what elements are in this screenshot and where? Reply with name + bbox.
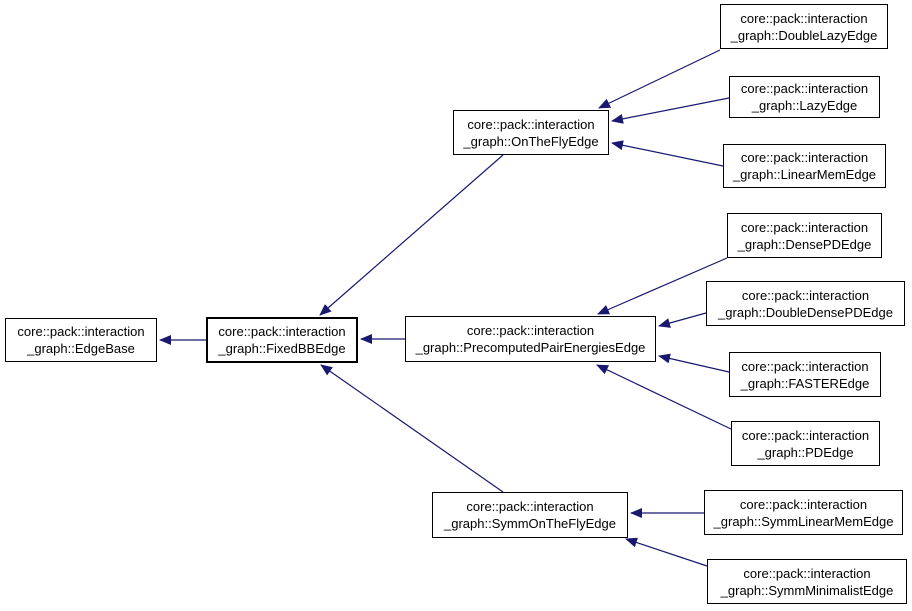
class-node-label-line: _graph::SymmLinearMemEdge — [713, 513, 894, 529]
class-node-pdedge[interactable]: core::pack::interaction_graph::PDEdge — [731, 421, 880, 466]
inheritance-arrow-fasteredge-to-precomputedpairenergiesedge — [658, 353, 730, 373]
class-node-doubledensepdedge[interactable]: core::pack::interaction_graph::DoubleDen… — [706, 281, 905, 326]
class-node-label-line: _graph::DensePDEdge — [737, 236, 872, 252]
class-node-label-line: core::pack::interaction — [740, 10, 868, 26]
class-node-label-line: _graph::FASTEREdge — [740, 375, 870, 391]
class-node-linearmemedge[interactable]: core::pack::interaction_graph::LinearMem… — [723, 144, 886, 188]
class-node-label-line: _graph::PDEdge — [757, 444, 854, 460]
class-node-label-line: _graph::PrecomputedPairEnergiesEdge — [415, 340, 646, 355]
class-node-label-line: _graph::SymmMinimalistEdge — [720, 582, 894, 598]
class-node-label-line: core::pack::interaction — [740, 81, 869, 96]
class-node-densepdedge[interactable]: core::pack::interaction_graph::DensePDEd… — [727, 213, 882, 258]
class-node-symmontheflyedge[interactable]: core::pack::interaction_graph::SymmOnThe… — [432, 492, 628, 538]
class-node-symmlinearmemedge[interactable]: core::pack::interaction_graph::SymmLinea… — [704, 490, 903, 535]
class-node-label-line: _graph::FixedBBEdge — [218, 341, 346, 356]
inheritance-arrow-symmontheflyedge-to-fixedbbedge — [320, 364, 504, 493]
class-node-edgebase[interactable]: core::pack::interaction_graph::EdgeBase — [5, 318, 157, 362]
class-node-label-line: core::pack::interaction — [467, 116, 595, 132]
class-node-ontheflyedge[interactable]: core::pack::interaction_graph::OnTheFlyE… — [453, 110, 609, 155]
class-node-label-line: core::pack::interaction — [218, 324, 346, 339]
inheritance-arrow-densepdedge-to-precomputedpairenergiesedge — [597, 257, 728, 315]
class-node-fasteredge[interactable]: core::pack::interaction_graph::FASTEREdg… — [729, 352, 881, 397]
class-node-label-line: core::pack::interaction — [743, 565, 871, 581]
class-node-fixedbbedge[interactable]: core::pack::interaction_graph::FixedBBEd… — [206, 317, 358, 363]
inheritance-arrow-doubledensepdedge-to-precomputedpairenergiesedge — [658, 312, 707, 328]
class-node-label-line: _graph::OnTheFlyEdge — [463, 133, 599, 149]
class-node-label-line: core::pack::interaction — [741, 358, 869, 374]
class-node-label-line: _graph::DoubleDensePDEdge — [718, 304, 893, 320]
class-node-label-line: core::pack::interaction — [466, 323, 595, 338]
class-node-symmminimalistedge[interactable]: core::pack::interaction_graph::SymmMinim… — [707, 559, 907, 604]
inheritance-arrow-pdedge-to-precomputedpairenergiesedge — [596, 364, 732, 430]
inheritance-arrow-symmminimalistedge-to-symmontheflyedge — [625, 537, 708, 567]
edge-lines — [159, 49, 732, 567]
class-node-label-line: core::pack::interaction — [17, 324, 145, 339]
class-node-label-line: core::pack::interaction — [466, 499, 594, 514]
class-node-precomputedpairenergiesedge[interactable]: core::pack::interaction_graph::Precomput… — [405, 316, 656, 362]
inheritance-arrow-lazyedge-to-ontheflyedge — [611, 97, 730, 124]
inheritance-arrow-ontheflyedge-to-fixedbbedge — [319, 154, 504, 316]
inheritance-arrow-linearmemedge-to-ontheflyedge — [611, 140, 724, 167]
class-node-label-line: core::pack::interaction — [739, 496, 868, 512]
class-node-doublelazyedge[interactable]: core::pack::interaction_graph::DoubleLaz… — [720, 4, 888, 49]
class-node-label-line: _graph::DoubleLazyEdge — [730, 27, 878, 43]
inheritance-arrow-doublelazyedge-to-ontheflyedge — [598, 49, 721, 109]
class-node-label-line: core::pack::interaction — [740, 150, 869, 165]
class-node-label-line: _graph::SymmOnTheFlyEdge — [444, 516, 616, 531]
class-node-label-line: core::pack::interaction — [740, 219, 869, 235]
class-node-label-line: _graph::LinearMemEdge — [732, 167, 877, 182]
class-node-label-line: core::pack::interaction — [741, 287, 870, 303]
class-node-label-line: _graph::EdgeBase — [27, 341, 135, 356]
class-node-lazyedge[interactable]: core::pack::interaction_graph::LazyEdge — [729, 76, 880, 118]
class-node-label-line: core::pack::interaction — [741, 427, 870, 443]
class-node-label-line: _graph::LazyEdge — [751, 98, 858, 113]
